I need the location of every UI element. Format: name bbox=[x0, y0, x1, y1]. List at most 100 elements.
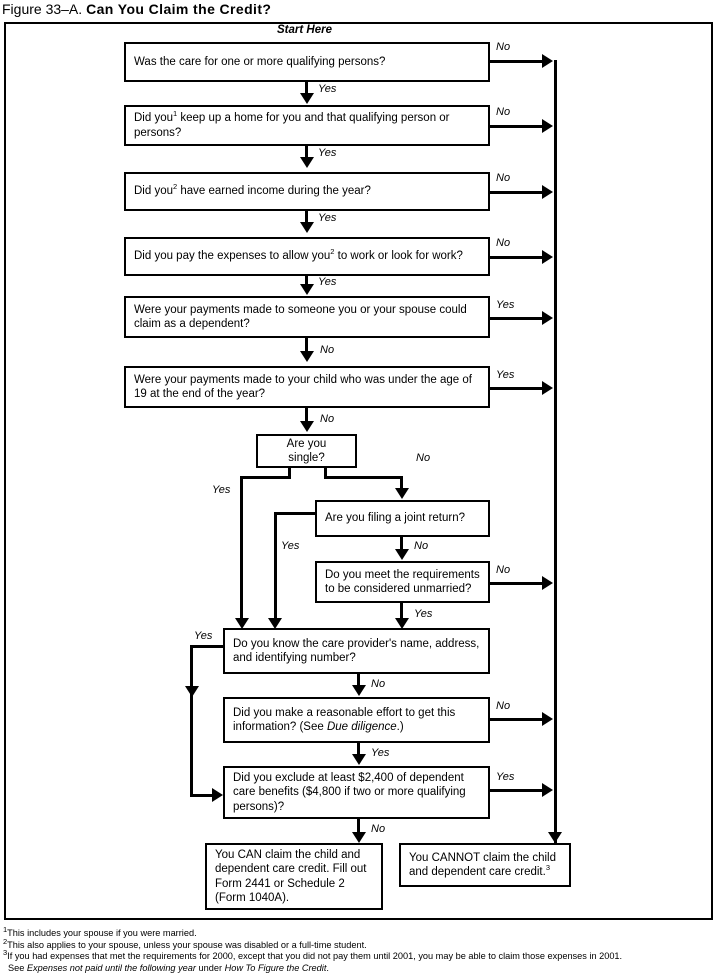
edge-q1-yes-line bbox=[305, 82, 308, 94]
footnote-3-line2: See Expenses not paid until the followin… bbox=[8, 962, 329, 973]
edge-q1-no-line bbox=[490, 60, 542, 63]
edge-label-q6-yes: Yes bbox=[496, 369, 515, 381]
footnote-1: 1This includes your spouse if you were m… bbox=[3, 924, 197, 938]
right-trunk-line bbox=[554, 60, 557, 843]
superscript-3: 3 bbox=[545, 863, 550, 873]
edge-q10-no-v bbox=[357, 674, 360, 686]
edge-label-q8-yes: Yes bbox=[281, 540, 300, 552]
edge-q7-no-v bbox=[400, 476, 403, 489]
edge-q10-yes-arrow bbox=[212, 788, 223, 802]
node-q10: Do you know the care provider's name, ad… bbox=[223, 628, 490, 674]
edge-q12-yes-arrow bbox=[542, 783, 553, 797]
edge-q12-no-v bbox=[357, 819, 360, 833]
node-q3: Did you2 have earned income during the y… bbox=[124, 172, 490, 211]
edge-label-q2-yes: Yes bbox=[318, 147, 337, 159]
edge-q12-yes-line bbox=[490, 789, 542, 792]
edge-label-q1-no: No bbox=[496, 41, 511, 53]
edge-q4-yes-line bbox=[305, 276, 308, 285]
edge-q12-no-arrow bbox=[352, 832, 366, 843]
edge-q4-no-arrow bbox=[542, 250, 553, 264]
footnote-1-marker: 1 bbox=[3, 924, 8, 934]
edge-label-q11-no: No bbox=[496, 700, 511, 712]
node-q8: Are you filing a joint return? bbox=[315, 500, 490, 537]
edge-q8-yes-arrow bbox=[268, 618, 282, 629]
edge-label-q9-yes: Yes bbox=[414, 608, 433, 620]
node-result-can: You CAN claim the child and dependent ca… bbox=[205, 843, 383, 910]
edge-q6-no-line bbox=[305, 408, 308, 422]
edge-q7-no-arrow bbox=[395, 488, 409, 499]
edge-q8-no-v bbox=[400, 537, 403, 549]
page-title: Can You Claim the Credit? bbox=[86, 1, 272, 17]
edge-q8-no-arrow bbox=[395, 549, 409, 560]
node-q11: Did you make a reasonable effort to get … bbox=[223, 697, 490, 743]
figure-label: Figure 33–A. bbox=[2, 1, 83, 17]
edge-q11-yes-v bbox=[357, 743, 360, 755]
edge-q9-no-arrow bbox=[542, 576, 553, 590]
edge-q2-no-arrow bbox=[542, 119, 553, 133]
node-q12: Did you exclude at least $2,400 of depen… bbox=[223, 766, 490, 819]
edge-label-q8-no: No bbox=[414, 540, 429, 552]
superscript-2b: 2 bbox=[330, 247, 335, 257]
edge-q3-no-line bbox=[490, 191, 542, 194]
edge-q9-no-line bbox=[490, 582, 542, 585]
footnote-3-marker: 3 bbox=[3, 948, 8, 958]
edge-q5-no-arrow bbox=[300, 351, 314, 362]
edge-q9-yes-arrow bbox=[395, 618, 409, 629]
edge-q9-yes-v bbox=[400, 603, 403, 619]
start-here-label: Start Here bbox=[277, 24, 332, 36]
edge-q3-no-arrow bbox=[542, 185, 553, 199]
chart-frame bbox=[4, 22, 713, 920]
edge-q11-yes-arrow bbox=[352, 754, 366, 765]
edge-label-q11-yes: Yes bbox=[371, 747, 390, 759]
footnote-2: 2This also applies to your spouse, unles… bbox=[3, 936, 367, 950]
edge-q2-yes-line bbox=[305, 146, 308, 158]
edge-q11-no-line bbox=[490, 718, 542, 721]
edge-q7-yes-v bbox=[240, 476, 243, 622]
edge-label-q5-no: No bbox=[320, 344, 335, 356]
edge-q3-yes-arrow bbox=[300, 222, 314, 233]
edge-q5-yes-line bbox=[490, 317, 542, 320]
edge-q6-no-arrow bbox=[300, 421, 314, 432]
edge-label-q12-no: No bbox=[371, 823, 386, 835]
edge-label-q3-no: No bbox=[496, 172, 511, 184]
edge-q4-yes-arrow bbox=[300, 284, 314, 295]
edge-label-q9-no: No bbox=[496, 564, 511, 576]
edge-q10-yes-midarrow bbox=[185, 686, 199, 697]
edge-q10-yes-v bbox=[190, 645, 193, 797]
edge-q8-yes-h bbox=[274, 512, 317, 515]
node-q7: Are you single? bbox=[256, 434, 357, 468]
edge-q5-yes-arrow bbox=[542, 311, 553, 325]
edge-label-q2-no: No bbox=[496, 106, 511, 118]
edge-q1-yes-arrow bbox=[300, 93, 314, 104]
superscript-1: 1 bbox=[173, 109, 178, 119]
node-q4: Did you pay the expenses to allow you2 t… bbox=[124, 237, 490, 276]
edge-q5-no-line bbox=[305, 338, 308, 352]
edge-q7-yes-arrow bbox=[235, 618, 249, 629]
node-q5: Were your payments made to someone you o… bbox=[124, 296, 490, 338]
edge-q1-no-arrow bbox=[542, 54, 553, 68]
node-result-cannot: You CANNOT claim the child and dependent… bbox=[399, 843, 571, 887]
edge-q10-no-arrow bbox=[352, 685, 366, 696]
node-q6: Were your payments made to your child wh… bbox=[124, 366, 490, 408]
edge-label-q12-yes: Yes bbox=[496, 771, 515, 783]
node-q1: Was the care for one or more qualifying … bbox=[124, 42, 490, 82]
superscript-2: 2 bbox=[173, 182, 178, 192]
edge-label-q7-no: No bbox=[416, 452, 431, 464]
node-q9: Do you meet the requirements to be consi… bbox=[315, 561, 490, 603]
edge-q8-yes-v bbox=[274, 512, 277, 622]
edge-label-q7-yes: Yes bbox=[212, 484, 231, 496]
edge-label-q4-no: No bbox=[496, 237, 511, 249]
edge-q6-yes-line bbox=[490, 387, 542, 390]
edge-q7-yes-stub bbox=[288, 468, 291, 479]
edge-q10-yes-h1 bbox=[190, 645, 225, 648]
edge-label-q4-yes: Yes bbox=[318, 276, 337, 288]
edge-q4-no-line bbox=[490, 256, 542, 259]
edge-q7-no-h bbox=[324, 476, 403, 479]
footnotes: 1This includes your spouse if you were m… bbox=[3, 924, 718, 974]
figure-title: Figure 33–A. Can You Claim the Credit? bbox=[2, 1, 271, 18]
edge-q6-yes-arrow bbox=[542, 381, 553, 395]
edge-q7-yes-h bbox=[240, 476, 291, 479]
edge-label-q6-no: No bbox=[320, 413, 335, 425]
edge-label-q10-yes: Yes bbox=[194, 630, 213, 642]
